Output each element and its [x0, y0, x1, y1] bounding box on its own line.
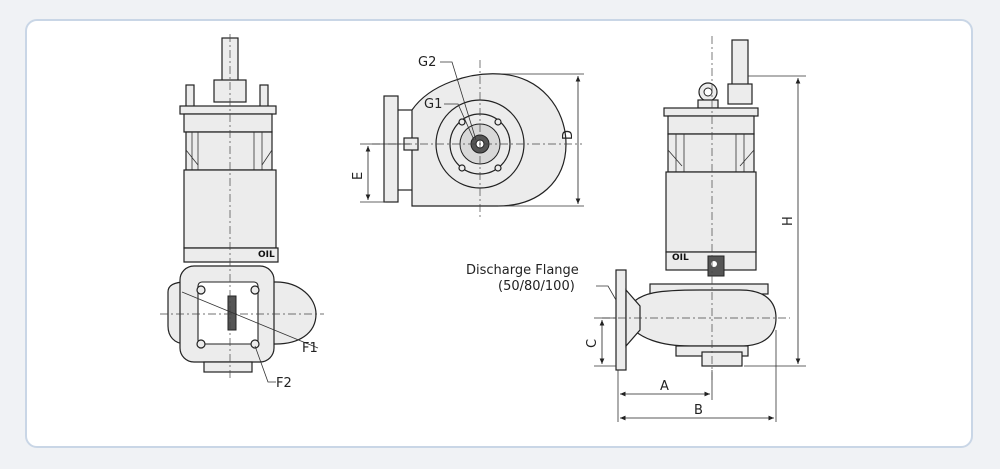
b-label: B: [694, 403, 703, 418]
f2-label: F2: [276, 376, 292, 391]
g2-label: G2: [418, 55, 436, 70]
oil-label-front: OIL: [258, 250, 275, 260]
side-view: OIL Discharge Flange (50/80/100) H C A: [466, 36, 806, 422]
discharge-flange-sizes: (50/80/100): [498, 279, 575, 294]
front-view: OIL F1 F2: [160, 34, 324, 391]
a-label: A: [660, 379, 669, 394]
g1-label: G1: [424, 97, 442, 112]
e-label: E: [351, 172, 366, 180]
f1-label: F1: [302, 341, 318, 356]
h-label: H: [781, 216, 796, 226]
discharge-flange-label: Discharge Flange: [466, 263, 579, 278]
top-view: G2 G1 D E: [351, 55, 584, 220]
c-label: C: [585, 339, 600, 348]
d-label: D: [561, 130, 576, 140]
oil-label-side: OIL: [672, 253, 689, 263]
